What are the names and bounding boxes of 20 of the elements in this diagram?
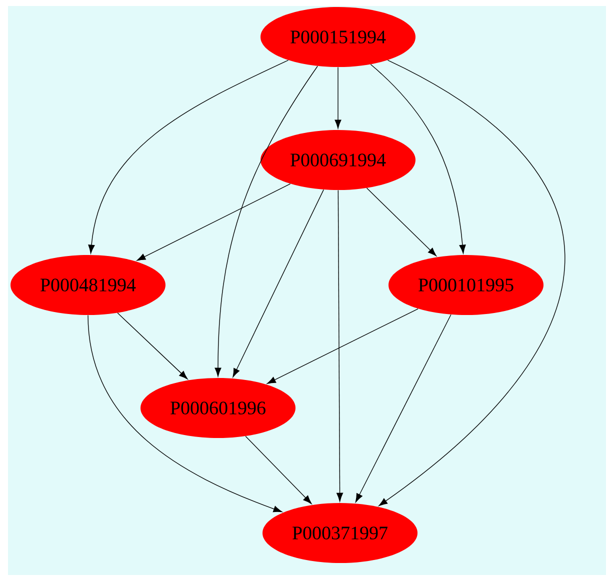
arrow <box>117 312 188 380</box>
ellipse-node: P000371997 <box>262 503 418 563</box>
arrow <box>334 66 342 129</box>
arrow <box>88 60 289 254</box>
ellipse-node: P000601996 <box>140 378 296 438</box>
arrow <box>245 436 312 504</box>
ellipse-node: P000691994 <box>260 130 416 190</box>
arrow <box>214 66 318 377</box>
arrow <box>136 184 291 261</box>
arrow <box>232 189 324 378</box>
arrow <box>355 314 452 502</box>
arrow <box>366 188 437 256</box>
arrow <box>266 308 418 384</box>
arrow <box>88 314 282 512</box>
arrow <box>370 64 466 254</box>
arrow <box>336 190 344 502</box>
ellipse-node: P000151994 <box>260 7 416 67</box>
ellipse-node: P000101995 <box>388 255 544 315</box>
ellipse-node: P000481994 <box>10 255 166 315</box>
arrow <box>378 60 565 506</box>
